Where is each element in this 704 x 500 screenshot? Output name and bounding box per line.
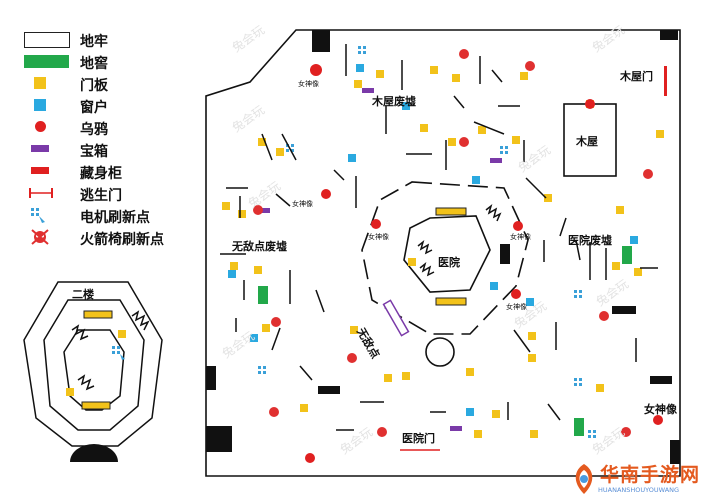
pallet-stack-icon	[131, 310, 150, 331]
pallet	[435, 207, 467, 216]
purple-bar-icon	[31, 145, 49, 152]
area-label-hospital: 医院	[438, 256, 460, 269]
crow-label: 女神像	[298, 80, 319, 88]
legend-label: 逃生门	[80, 188, 122, 204]
legend-label: 火箭椅刷新点	[80, 232, 164, 248]
exit-gate	[664, 66, 667, 96]
area-label-second-floor: 二楼	[72, 288, 94, 301]
red-gate-icon	[29, 188, 53, 198]
main-map-outline	[205, 29, 681, 477]
area-label-hospital-ruins: 医院废墟	[568, 234, 612, 247]
pallet	[81, 401, 111, 410]
cabinet	[500, 244, 510, 264]
pallet-stack-icon	[419, 261, 435, 277]
cabinet	[670, 440, 680, 464]
site-logo-subtitle: HUANANSHOUYOUWANG	[598, 486, 680, 494]
legend-item-dungeon: 地牢	[22, 30, 212, 50]
cellar	[258, 286, 268, 304]
cellar	[622, 246, 632, 264]
yellow-square-icon	[34, 77, 46, 89]
legend-item-rocket-chair: 火箭椅刷新点	[22, 228, 212, 248]
red-bar-icon	[31, 167, 49, 174]
cabinet	[660, 30, 678, 40]
second-floor-inset	[23, 281, 163, 447]
legend-label: 地牢	[80, 34, 108, 50]
legend-item-generator: 电机刷新点	[22, 206, 212, 226]
area-label-invincible-ruins: 无敌点废墟	[232, 240, 287, 253]
crow-label: 女神像	[292, 200, 313, 208]
pallet-stack-icon	[77, 374, 95, 391]
chest	[382, 299, 410, 337]
generator-icon	[112, 346, 125, 360]
chest-markers	[258, 88, 502, 431]
cabinet	[612, 306, 636, 314]
dungeon-block	[206, 426, 232, 452]
area-label-hospital-gate: 医院门	[402, 432, 435, 445]
blue-square-icon	[34, 99, 46, 111]
crow-label: 女神像	[368, 233, 389, 241]
site-logo: 华南手游网 HUANANSHOUYOUWANG	[568, 458, 704, 500]
pallet-markers	[222, 66, 664, 438]
crow-label: 女神像	[510, 233, 531, 241]
area-label-cabin-gate: 木屋门	[620, 70, 653, 83]
area-label-cabin: 木屋	[576, 135, 598, 148]
area-label-goddess-statue: 女神像	[644, 403, 677, 416]
legend-label: 藏身柜	[80, 166, 122, 182]
legend-label: 地窖	[80, 56, 108, 72]
legend-item-pallet: 门板	[22, 74, 212, 94]
pallet	[435, 297, 467, 306]
legend-item-cellar: 地窖	[22, 52, 212, 72]
area-label-cabin-ruins: 木屋废墟	[372, 95, 416, 108]
cabinet	[318, 386, 340, 394]
white-rectangle-icon	[24, 32, 70, 48]
legend-item-chest: 宝箱	[22, 140, 212, 160]
pallet	[118, 330, 126, 338]
pallet	[83, 310, 113, 319]
cabinet	[206, 366, 216, 390]
hospital-building	[361, 181, 529, 367]
dungeon-block	[312, 30, 330, 52]
legend-label: 窗户	[80, 100, 108, 116]
legend-item-window: 窗户	[22, 96, 212, 116]
wall-fragments	[220, 44, 658, 431]
legend-label: 宝箱	[80, 144, 108, 160]
legend-item-crow: 乌鸦	[22, 118, 212, 138]
cabinet	[650, 376, 672, 384]
generator-icon	[31, 208, 45, 223]
crow-markers	[305, 64, 663, 463]
cellar	[574, 418, 584, 436]
second-floor-exit-dome	[70, 444, 118, 462]
green-rectangle-icon	[24, 55, 69, 68]
red-dot-icon	[35, 121, 46, 132]
legend-item-cabinet: 藏身柜	[22, 162, 212, 182]
generator-markers	[258, 46, 596, 438]
rocket-chair-markers	[253, 49, 653, 437]
site-logo-title: 华南手游网	[600, 464, 701, 486]
crow-label: 女神像	[506, 303, 527, 311]
window-markers	[228, 64, 638, 416]
legend-label: 门板	[80, 78, 108, 94]
site-logo-icon	[575, 464, 593, 494]
rocket-chair-icon	[31, 229, 49, 245]
legend-item-exit-gate: 逃生门	[22, 184, 212, 204]
legend-label: 电机刷新点	[80, 210, 150, 226]
pallet-stack-icon	[485, 203, 502, 222]
pallet-stack-icon	[71, 324, 89, 341]
pallet-stack-icon	[417, 239, 433, 255]
legend-label: 乌鸦	[80, 122, 108, 138]
pallet	[66, 388, 74, 396]
